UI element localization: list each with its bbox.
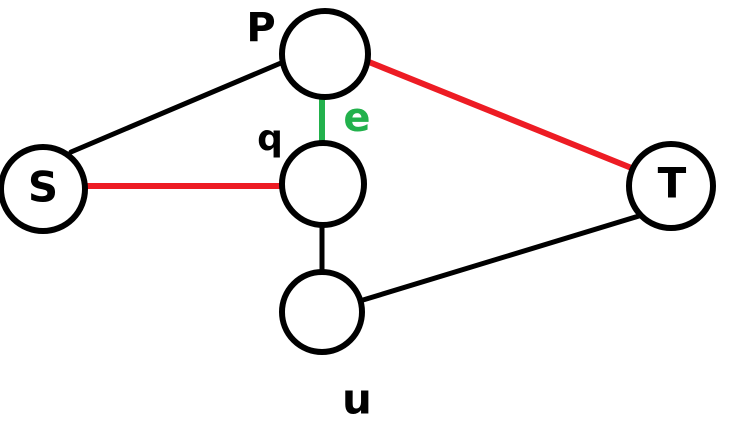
- edge-p-t[interactable]: [361, 57, 637, 172]
- node-circle-p[interactable]: [279, 8, 371, 100]
- node-label-q: q: [257, 118, 283, 159]
- node-label-t: T: [658, 159, 687, 208]
- node-layer: [0, 8, 716, 355]
- node-circle-s[interactable]: [0, 144, 88, 234]
- node-label-layer: S T P q u: [28, 5, 687, 424]
- node-circle-u[interactable]: [279, 269, 365, 355]
- edge-s-p[interactable]: [68, 57, 291, 155]
- node-label-p: P: [246, 5, 275, 51]
- edge-layer: [68, 57, 642, 303]
- node-label-s: S: [28, 163, 58, 212]
- edge-label-layer: e: [343, 95, 370, 141]
- node-label-u: u: [342, 375, 372, 424]
- node-circle-t[interactable]: [626, 141, 716, 231]
- edge-u-t[interactable]: [360, 213, 642, 303]
- node-circle-q[interactable]: [279, 140, 367, 228]
- edge-label-e: e: [343, 95, 370, 141]
